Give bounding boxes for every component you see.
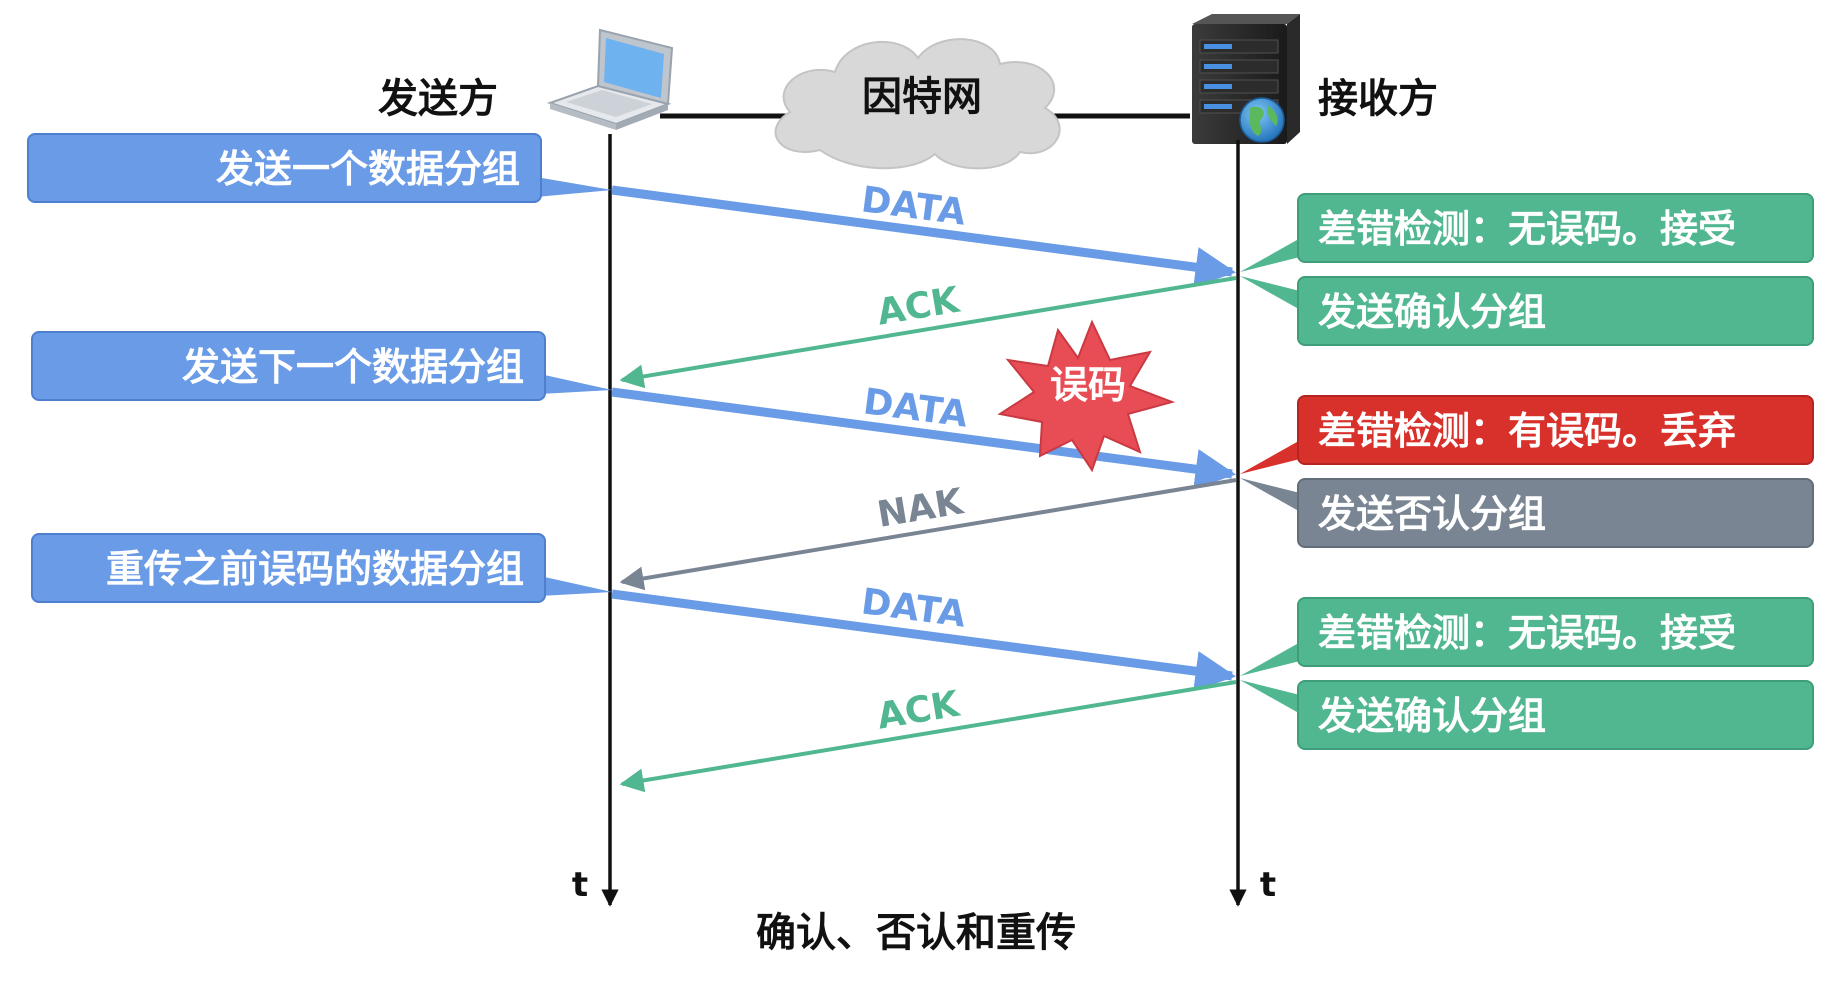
receiver-note-2: 发送确认分组 — [1240, 276, 1814, 346]
sender-note-2: 发送下一个数据分组 — [31, 331, 612, 401]
ack-arrow-1 — [619, 276, 1237, 389]
server-icon — [1192, 14, 1300, 144]
receiver-time-label: t — [1260, 865, 1276, 905]
sender-note-3: 重传之前误码的数据分组 — [31, 533, 612, 603]
receiver-note-4: 发送否认分组 — [1240, 478, 1814, 548]
error-burst-icon — [997, 319, 1176, 473]
sender-note-text: 重传之前误码的数据分组 — [106, 547, 524, 591]
ack-arrow-2 — [619, 680, 1237, 793]
laptop-icon — [546, 28, 674, 130]
receiver-note-text: 差错检测：无误码。接受 — [1318, 207, 1736, 251]
receiver-note-3: 差错检测：有误码。丢弃 — [1240, 395, 1814, 474]
receiver-note-text: 差错检测：无误码。接受 — [1318, 611, 1736, 655]
sender-note-text: 发送下一个数据分组 — [182, 345, 524, 389]
receiver-title: 接收方 — [1318, 76, 1438, 122]
sender-note-text: 发送一个数据分组 — [216, 147, 520, 191]
cloud-icon — [774, 38, 1061, 170]
receiver-note-text: 发送确认分组 — [1318, 694, 1546, 738]
data-arrow-1 — [611, 185, 1237, 288]
sender-title: 发送方 — [378, 76, 498, 122]
sender-note-1: 发送一个数据分组 — [27, 133, 612, 203]
nak-arrow — [619, 478, 1237, 591]
error-burst-label: 误码 — [1050, 363, 1126, 407]
receiver-note-5: 差错检测：无误码。接受 — [1240, 597, 1814, 676]
receiver-note-text: 发送确认分组 — [1318, 290, 1546, 334]
receiver-note-text: 差错检测：有误码。丢弃 — [1318, 409, 1736, 453]
receiver-note-6: 发送确认分组 — [1240, 680, 1814, 750]
data-arrow-2 — [611, 387, 1237, 490]
receiver-note-text: 发送否认分组 — [1318, 492, 1546, 536]
sender-time-label: t — [572, 865, 588, 905]
data-arrow-3 — [611, 589, 1237, 692]
diagram-caption: 确认、否认和重传 — [756, 910, 1076, 956]
network-label: 因特网 — [862, 74, 982, 120]
receiver-note-1: 差错检测：无误码。接受 — [1240, 193, 1814, 272]
